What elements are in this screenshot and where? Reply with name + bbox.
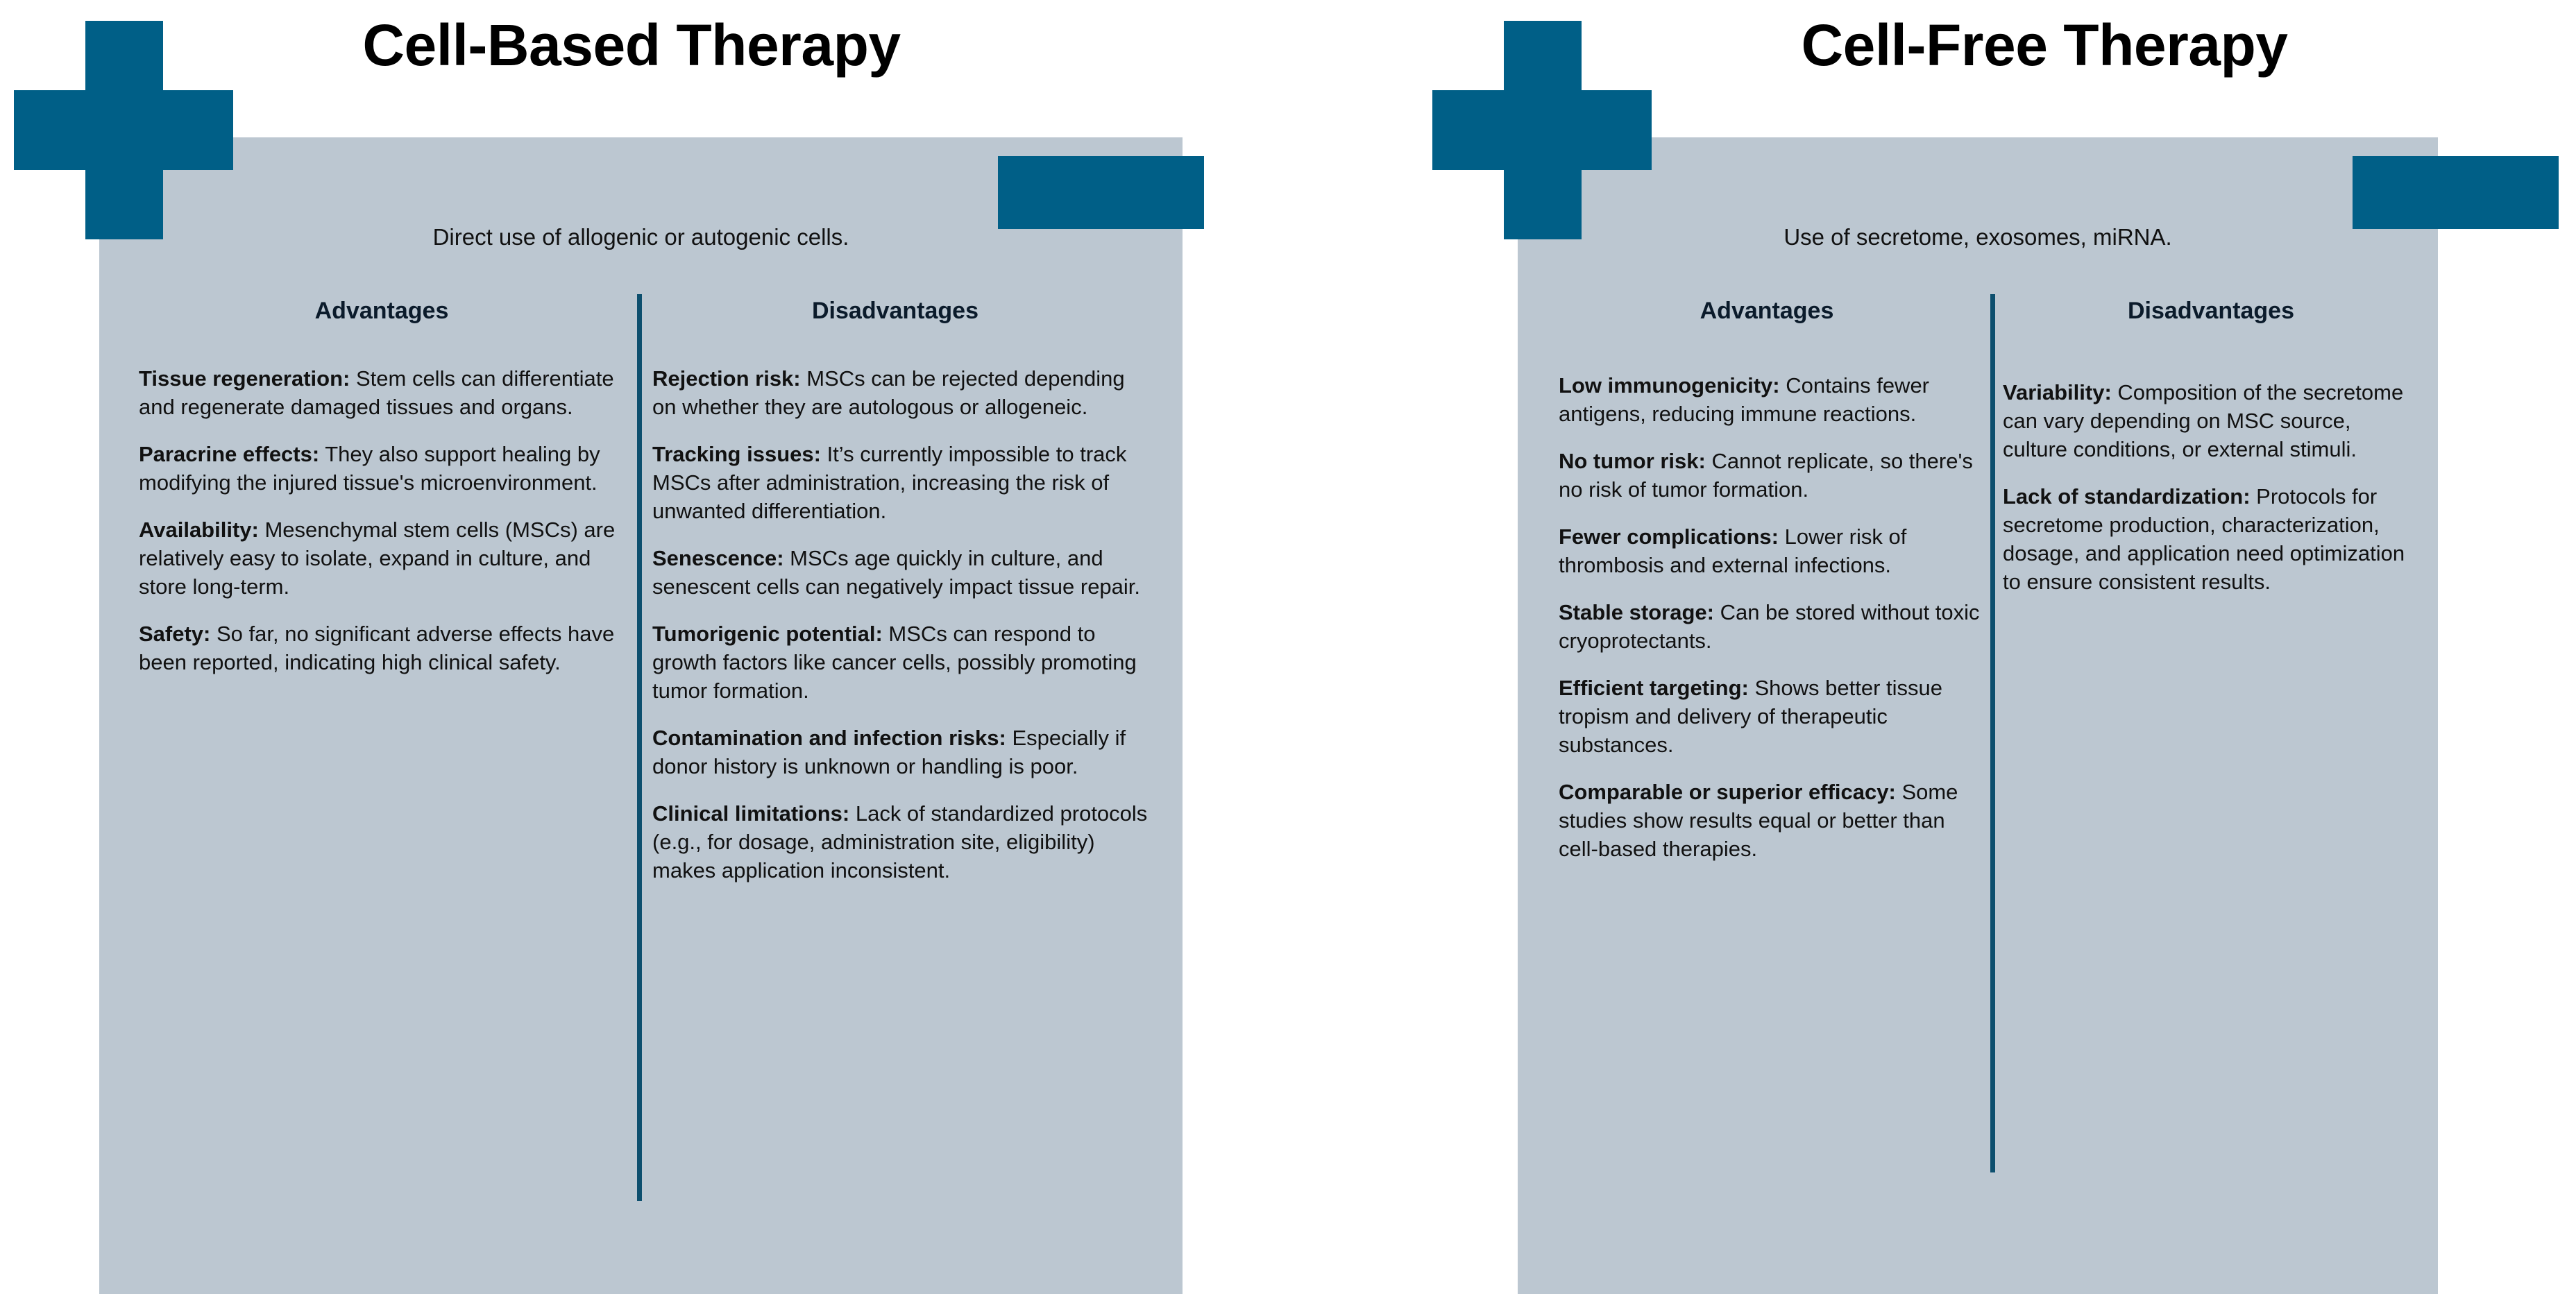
- accent-bar-top-right: [998, 156, 1204, 229]
- list-item-description: Lower risk of thrombosis and external in…: [1559, 524, 1907, 577]
- list-item-term: Rejection risk:: [652, 366, 801, 391]
- advantages-heading: Advantages: [314, 298, 449, 324]
- disadvantages-list: Variability: Composition of the secretom…: [2003, 378, 2419, 596]
- list-item-term: Efficient targeting:: [1559, 676, 1749, 700]
- list-item: Efficient targeting: Shows better tissue…: [1559, 674, 1989, 759]
- list-item: Contamination and infection risks: Espec…: [652, 724, 1152, 780]
- list-item: Safety: So far, no significant adverse e…: [139, 620, 625, 676]
- list-item: Senescence: MSCs age quickly in culture,…: [652, 544, 1152, 601]
- panel-cell-free-therapy: Cell-Free Therapy Use of secretome, exos…: [1288, 0, 2576, 1314]
- list-item: Tumorigenic potential: MSCs can respond …: [652, 620, 1152, 705]
- panel-title: Cell-Based Therapy: [362, 12, 901, 78]
- list-item: No tumor risk: Cannot replicate, so ther…: [1559, 447, 1989, 504]
- list-item-description: Protocols for secretome production, char…: [2003, 484, 2405, 594]
- accent-bar-top-right: [2353, 156, 2559, 229]
- list-item-description: Stem cells can differentiate and regener…: [139, 366, 614, 419]
- list-item: Stable storage: Can be stored without to…: [1559, 598, 1989, 655]
- list-item-term: Low immunogenicity:: [1559, 373, 1780, 398]
- list-item-term: Availability:: [139, 518, 259, 542]
- column-divider: [637, 294, 642, 1201]
- list-item: Rejection risk: MSCs can be rejected dep…: [652, 364, 1152, 421]
- list-item-description: Lack of standardized protocols (e.g., fo…: [652, 801, 1148, 882]
- list-item-description: Some studies show results equal or bette…: [1559, 780, 1958, 861]
- list-item-description: Can be stored without toxic cryoprotecta…: [1559, 600, 1980, 653]
- list-item-term: Senescence:: [652, 546, 784, 570]
- list-item-description: Mesenchymal stem cells (MSCs) are relati…: [139, 518, 616, 599]
- list-item-term: Comparable or superior efficacy:: [1559, 780, 1896, 804]
- list-item-description: Contains fewer antigens, reducing immune…: [1559, 373, 1930, 426]
- list-item-term: Fewer complications:: [1559, 524, 1779, 549]
- list-item-description: So far, no significant adverse effects h…: [139, 622, 615, 674]
- list-item-description: Cannot replicate, so there's no risk of …: [1559, 449, 1973, 502]
- panel-title: Cell-Free Therapy: [1801, 12, 2288, 78]
- list-item-description: Composition of the secretome can vary de…: [2003, 380, 2404, 461]
- list-item-description: MSCs can respond to growth factors like …: [652, 622, 1137, 703]
- advantages-list: Tissue regeneration: Stem cells can diff…: [139, 364, 625, 676]
- list-item: Comparable or superior efficacy: Some st…: [1559, 778, 1989, 863]
- list-item: Lack of standardization: Protocols for s…: [2003, 482, 2419, 596]
- list-item: Fewer complications: Lower risk of throm…: [1559, 522, 1989, 579]
- list-item-term: Paracrine effects:: [139, 442, 320, 466]
- list-item-term: No tumor risk:: [1559, 449, 1706, 473]
- list-item-term: Safety:: [139, 622, 211, 646]
- list-item-term: Lack of standardization:: [2003, 484, 2251, 509]
- list-item: Tracking issues: It’s currently impossib…: [652, 440, 1152, 525]
- advantages-list: Low immunogenicity: Contains fewer antig…: [1559, 371, 1989, 863]
- list-item-description: They also support healing by modifying t…: [139, 442, 600, 495]
- disadvantages-heading: Disadvantages: [2128, 298, 2294, 324]
- disadvantages-heading: Disadvantages: [812, 298, 978, 324]
- disadvantages-list: Rejection risk: MSCs can be rejected dep…: [652, 364, 1152, 885]
- list-item-term: Clinical limitations:: [652, 801, 850, 826]
- list-item: Tissue regeneration: Stem cells can diff…: [139, 364, 625, 421]
- advantages-heading: Advantages: [1700, 298, 1834, 324]
- list-item-term: Tissue regeneration:: [139, 366, 350, 391]
- list-item: Availability: Mesenchymal stem cells (MS…: [139, 515, 625, 601]
- list-item-description: Especially if donor history is unknown o…: [652, 726, 1126, 778]
- list-item-description: Shows better tissue tropism and delivery…: [1559, 676, 1942, 757]
- list-item-description: MSCs can be rejected depending on whethe…: [652, 366, 1125, 419]
- list-item-description: MSCs age quickly in culture, and senesce…: [652, 546, 1141, 599]
- list-item-term: Stable storage:: [1559, 600, 1714, 624]
- list-item-description: It’s currently impossible to track MSCs …: [652, 442, 1127, 523]
- list-item-term: Tracking issues:: [652, 442, 821, 466]
- list-item-term: Variability:: [2003, 380, 2112, 404]
- panel-subtitle: Use of secretome, exosomes, miRNA.: [1783, 224, 2172, 250]
- panel-card-background: [1518, 137, 2438, 1294]
- column-divider: [1990, 294, 1995, 1172]
- list-item: Variability: Composition of the secretom…: [2003, 378, 2419, 463]
- list-item-term: Tumorigenic potential:: [652, 622, 883, 646]
- list-item: Paracrine effects: They also support hea…: [139, 440, 625, 497]
- list-item: Low immunogenicity: Contains fewer antig…: [1559, 371, 1989, 428]
- list-item: Clinical limitations: Lack of standardiz…: [652, 799, 1152, 885]
- panel-cell-based-therapy: Cell-Based Therapy Direct use of allogen…: [14, 12, 1204, 1294]
- panel-subtitle: Direct use of allogenic or autogenic cel…: [432, 224, 849, 250]
- list-item-term: Contamination and infection risks:: [652, 726, 1006, 750]
